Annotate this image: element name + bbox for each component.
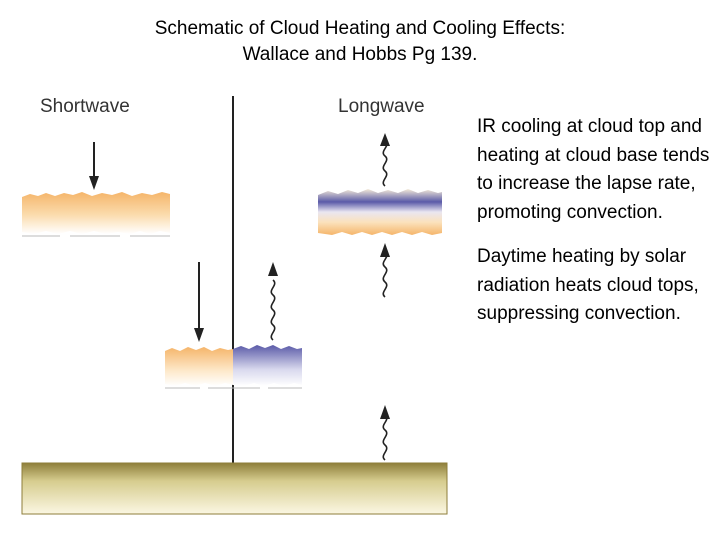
shortwave-arrow-lower	[194, 262, 204, 342]
note-ir-cooling: IR cooling at cloud top and heating at c…	[477, 116, 710, 223]
title-line-2: Wallace and Hobbs Pg 139.	[242, 44, 478, 65]
longwave-arrow-ground	[380, 405, 390, 461]
mid-cloud-shortwave-half	[165, 347, 233, 386]
slide-title: Schematic of Cloud Heating and Cooling E…	[0, 16, 720, 68]
longwave-arrow-mid-cloud	[268, 262, 278, 341]
longwave-label: Longwave	[338, 96, 425, 117]
shortwave-cloud-layer	[22, 192, 170, 234]
note-daytime-heating: Daytime heating by solar radiation heats…	[477, 246, 699, 324]
longwave-arrow-upper	[380, 133, 390, 187]
explanation-notes: IR cooling at cloud top and heating at c…	[477, 113, 713, 345]
shortwave-label: Shortwave	[40, 96, 130, 117]
longwave-arrow-below-cloud	[380, 243, 390, 298]
longwave-cloud-layer	[318, 189, 442, 235]
mid-cloud-longwave-half	[233, 345, 302, 386]
shortwave-arrow-upper	[89, 142, 99, 190]
title-line-1: Schematic of Cloud Heating and Cooling E…	[154, 18, 566, 39]
ground-surface	[21, 462, 448, 515]
